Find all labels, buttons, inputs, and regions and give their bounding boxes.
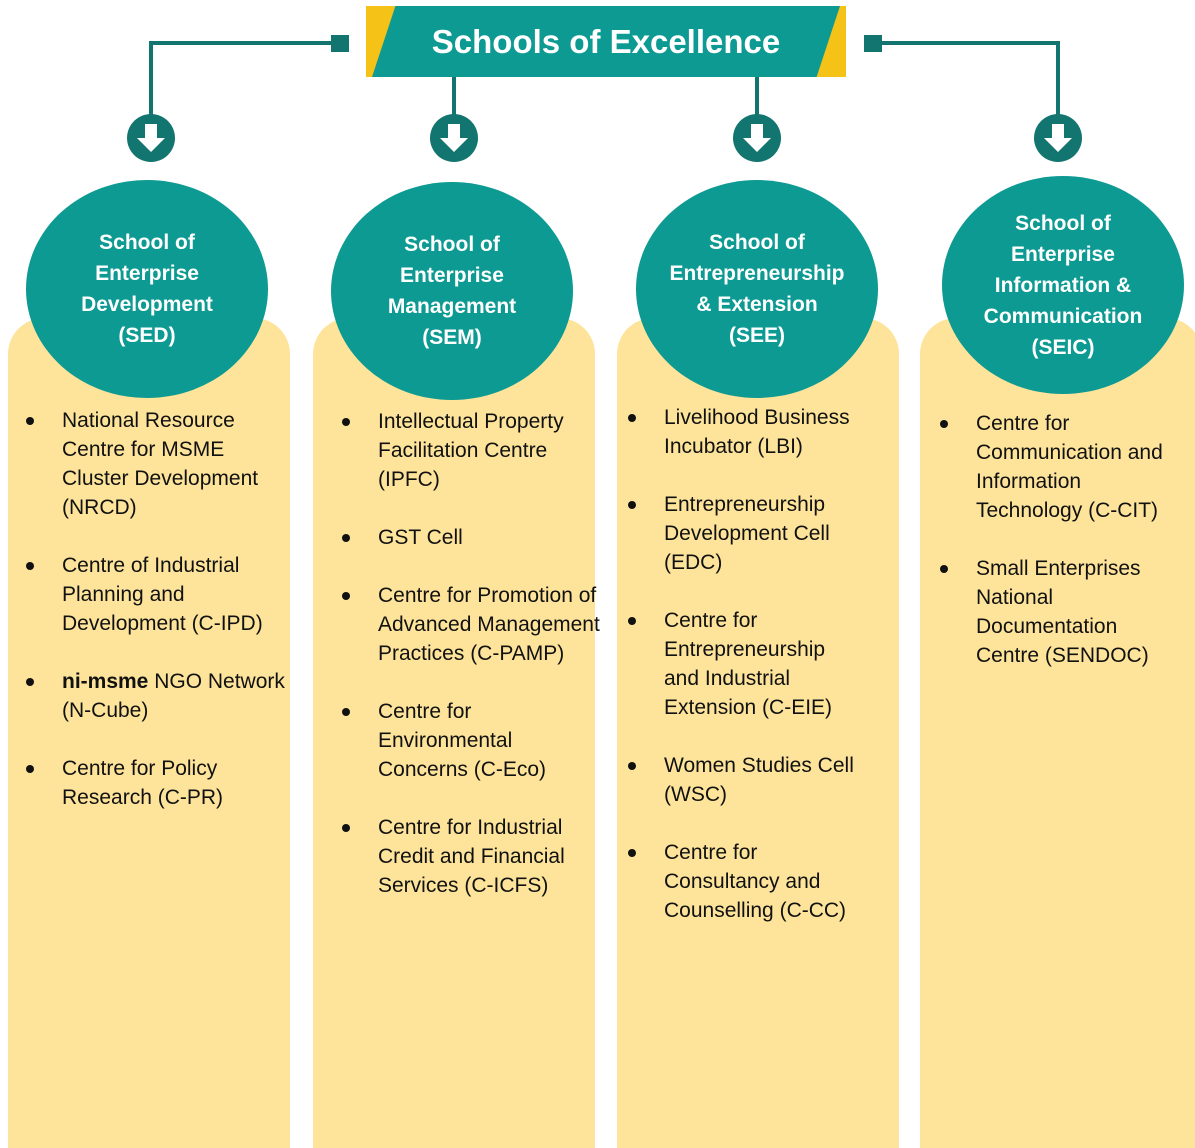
school-name-line: Communication <box>983 304 1143 328</box>
down-arrow-icon <box>127 114 175 162</box>
list-item-bold-text: ni-msme <box>62 670 149 693</box>
bullet-icon <box>342 824 350 832</box>
school-name-line: (SED) <box>118 324 176 347</box>
bullet-icon <box>26 562 34 570</box>
column-seic <box>920 318 1195 1148</box>
school-name-line: Management <box>387 295 517 318</box>
list-item-text: Entrepreneurship Development Cell (EDC) <box>664 493 830 574</box>
school-name-line: Information & <box>994 273 1132 297</box>
school-name-line: School of <box>709 231 805 254</box>
list-item: Intellectual Property Facilitation Centr… <box>342 407 600 494</box>
list-item: Centre for Industrial Credit and Financi… <box>342 813 600 900</box>
bullet-icon <box>26 765 34 773</box>
bullet-icon <box>940 565 948 573</box>
centre-list-seic: Centre for Communication and Information… <box>940 409 1170 670</box>
down-arrow-icon <box>733 114 781 162</box>
list-item-text: Centre for Environmental Concerns (C-Eco… <box>378 700 547 781</box>
list-item-text: Centre of Industrial Planning and Develo… <box>62 554 263 635</box>
bullet-icon <box>628 501 636 509</box>
bullet-icon <box>342 592 350 600</box>
list-item-text: National Resource Centre for MSME Cluste… <box>62 409 259 519</box>
column-sed <box>8 318 290 1148</box>
list-item-text: Women Studies Cell (WSC) <box>664 754 854 806</box>
list-item: Centre for Policy Research (C-PR) <box>26 754 288 812</box>
centre-list-sem: Intellectual Property Facilitation Centr… <box>342 407 600 900</box>
bullet-icon <box>940 420 948 428</box>
list-item-text: Centre for Promotion of Advanced Managem… <box>378 584 600 665</box>
bullet-icon <box>342 534 350 542</box>
school-name-line: School of <box>99 231 195 254</box>
school-name-line: (SEE) <box>728 324 785 347</box>
school-name-line: Development <box>81 293 213 316</box>
title-banner: Schools of Excellence <box>366 6 846 77</box>
list-item-text: Small Enterprises National Documentation… <box>976 557 1149 667</box>
bullet-icon <box>26 417 34 425</box>
list-item: Centre for Environmental Concerns (C-Eco… <box>342 697 600 784</box>
school-name-line: (SEM) <box>422 326 482 349</box>
list-item: Centre of Industrial Planning and Develo… <box>26 551 288 638</box>
list-item: Livelihood Business Incubator (LBI) <box>628 403 864 461</box>
school-name-line: School of <box>1015 211 1111 235</box>
list-item: Entrepreneurship Development Cell (EDC) <box>628 490 864 577</box>
school-circle-seic: School of Enterprise Information & Commu… <box>942 176 1184 394</box>
list-item: Centre for Communication and Information… <box>940 409 1170 525</box>
list-item-text: Centre for Consultancy and Counselling (… <box>664 841 847 922</box>
connector-line-right <box>881 41 1060 116</box>
school-name-line: & Extension <box>696 293 818 316</box>
connector-node-left <box>331 35 349 52</box>
school-circle-sed: School of Enterprise Development (SED) <box>26 180 268 398</box>
list-item: Centre for Consultancy and Counselling (… <box>628 838 864 925</box>
diagram-title: Schools of Excellence <box>431 22 781 60</box>
list-item-text: Centre for Policy Research (C-PR) <box>62 757 224 809</box>
list-item: National Resource Centre for MSME Cluste… <box>26 406 288 522</box>
list-item-text: Centre for Industrial Credit and Financi… <box>378 816 565 897</box>
list-item: ni-msme NGO Network (N-Cube) <box>26 667 288 725</box>
bullet-icon <box>628 617 636 625</box>
list-item: GST Cell <box>342 523 600 552</box>
connector-node-right <box>864 35 882 52</box>
list-item-text: Livelihood Business Incubator (LBI) <box>664 406 850 458</box>
bullet-icon <box>26 678 34 686</box>
list-item: Small Enterprises National Documentation… <box>940 554 1170 670</box>
bullet-icon <box>342 708 350 716</box>
bullet-icon <box>628 849 636 857</box>
bullet-icon <box>342 418 350 426</box>
school-circle-sem: School of Enterprise Management (SEM) <box>331 182 573 400</box>
school-name-line: Enterprise <box>95 262 199 285</box>
column-see <box>617 318 899 1148</box>
school-name-line: (SEIC) <box>1031 335 1095 359</box>
list-item-text: Centre for Entrepreneurship and Industri… <box>664 609 833 719</box>
list-item-text: Centre for Communication and Information… <box>976 412 1163 522</box>
school-name-line: Entrepreneurship <box>669 262 845 285</box>
bullet-icon <box>628 762 636 770</box>
connector-line-left <box>149 41 331 116</box>
list-item: Centre for Entrepreneurship and Industri… <box>628 606 864 722</box>
centre-list-sed: National Resource Centre for MSME Cluste… <box>26 406 288 812</box>
list-item: Women Studies Cell (WSC) <box>628 751 864 809</box>
down-arrow-icon <box>430 114 478 162</box>
bullet-icon <box>628 414 636 422</box>
banner-background <box>372 6 840 77</box>
list-item-text: NGO Network (N-Cube) <box>62 670 285 722</box>
list-item: Centre for Promotion of Advanced Managem… <box>342 581 600 668</box>
list-item-text: Intellectual Property Facilitation Centr… <box>378 410 564 491</box>
down-arrow-icon <box>1034 114 1082 162</box>
school-circle-see: School of Entrepreneurship & Extension (… <box>636 180 878 398</box>
centre-list-see: Livelihood Business Incubator (LBI) Entr… <box>628 403 864 925</box>
list-item-text: GST Cell <box>378 526 463 549</box>
column-sem <box>313 318 595 1148</box>
school-name-line: Enterprise <box>400 264 504 287</box>
school-name-line: Enterprise <box>1011 242 1115 266</box>
school-name-line: School of <box>404 233 500 256</box>
